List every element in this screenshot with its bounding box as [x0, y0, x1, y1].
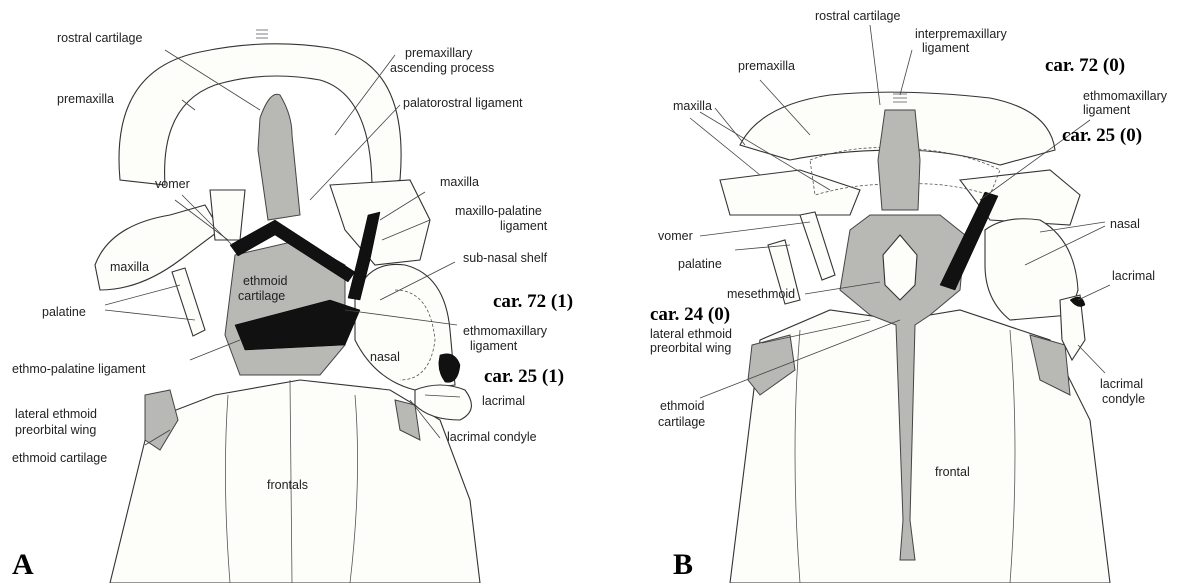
label-interpremaxillary-2-b: ligament	[922, 41, 970, 55]
label-maxillo-palatine-1-a: maxillo-palatine	[455, 204, 542, 218]
label-interpremaxillary-1-b: interpremaxillary	[915, 27, 1007, 41]
label-nasal-b: nasal	[1110, 217, 1140, 231]
label-palatine-b: palatine	[678, 257, 722, 271]
label-palatine-a: palatine	[42, 305, 86, 319]
label-vomer-a: vomer	[155, 177, 190, 191]
panel-letter-b: B	[673, 548, 693, 581]
panel-letter-a: A	[12, 548, 34, 581]
label-lacrimal-b: lacrimal	[1112, 269, 1155, 283]
label-maxillo-palatine-2-a: ligament	[500, 219, 548, 233]
label-frontals-a: frontals	[267, 478, 308, 492]
label-rostral-cartilage-b: rostral cartilage	[815, 9, 900, 23]
maxilla-right-a	[330, 180, 430, 265]
maxilla-left-b	[720, 170, 860, 215]
label-car25-b: car. 25 (0)	[1062, 125, 1142, 146]
label-ethmoid-cartilage-2-b: cartilage	[658, 415, 705, 429]
label-ethmoid-center-1-a: ethmoid	[243, 274, 288, 288]
palatine-a	[172, 268, 205, 336]
vomer-a	[210, 190, 245, 240]
label-premaxilla-a: premaxilla	[57, 92, 114, 106]
label-lateral-ethmoid-2-a: preorbital wing	[15, 423, 96, 437]
label-ethmo-palatine-a: ethmo-palatine ligament	[12, 362, 146, 376]
label-maxilla-b: maxilla	[673, 99, 712, 113]
label-car72-a: car. 72 (1)	[493, 291, 573, 312]
label-lacrimal-condyle-1-b: lacrimal	[1100, 377, 1143, 391]
label-ethmoid-center-2-a: cartilage	[238, 289, 285, 303]
vomer-b	[800, 212, 835, 280]
label-palatorostral-ligament-a: palatorostral ligament	[403, 96, 523, 110]
label-car25-a: car. 25 (1)	[484, 366, 564, 387]
label-rostral-cartilage-a: rostral cartilage	[57, 31, 142, 45]
label-maxilla-left-a: maxilla	[110, 260, 149, 274]
label-frontal-b: frontal	[935, 465, 970, 479]
label-car24-b: car. 24 (0)	[650, 304, 730, 325]
label-lacrimal-a: lacrimal	[482, 394, 525, 408]
rostral-cartilage-a	[258, 94, 300, 220]
rostral-cartilage-b	[878, 110, 920, 210]
label-ethmomaxillary-1-a: ethmomaxillary	[463, 324, 548, 338]
label-mesethmoid-b: mesethmoid	[727, 287, 795, 301]
maxilla-left-a	[95, 205, 220, 290]
label-maxilla-right-a: maxilla	[440, 175, 479, 189]
label-ethmomaxillary-1-b: ethmomaxillary	[1083, 89, 1168, 103]
label-ethmoid-cartilage-lower-a: ethmoid cartilage	[12, 451, 107, 465]
label-lacrimal-condyle-2-b: condyle	[1102, 392, 1145, 406]
label-premaxillary-ascending-1-a: premaxillary	[405, 46, 473, 60]
panel-b: rostral cartilage interpremaxillary liga…	[650, 9, 1168, 583]
label-lacrimal-condyle-a: lacrimal condyle	[447, 430, 537, 444]
label-ethmoid-cartilage-1-b: ethmoid	[660, 399, 705, 413]
label-car72-b: car. 72 (0)	[1045, 55, 1125, 76]
label-sub-nasal-shelf-a: sub-nasal shelf	[463, 251, 548, 265]
label-nasal-a: nasal	[370, 350, 400, 364]
label-lateral-ethmoid-1-a: lateral ethmoid	[15, 407, 97, 421]
label-premaxilla-b: premaxilla	[738, 59, 795, 73]
panel-a: rostral cartilage premaxilla premaxillar…	[12, 30, 573, 583]
label-vomer-b: vomer	[658, 229, 693, 243]
label-ethmomaxillary-2-a: ligament	[470, 339, 518, 353]
label-premaxillary-ascending-2-a: ascending process	[390, 61, 494, 75]
label-lateral-ethmoid-1-b: lateral ethmoid	[650, 327, 732, 341]
label-ethmomaxillary-2-b: ligament	[1083, 103, 1131, 117]
label-lateral-ethmoid-2-b: preorbital wing	[650, 341, 731, 355]
